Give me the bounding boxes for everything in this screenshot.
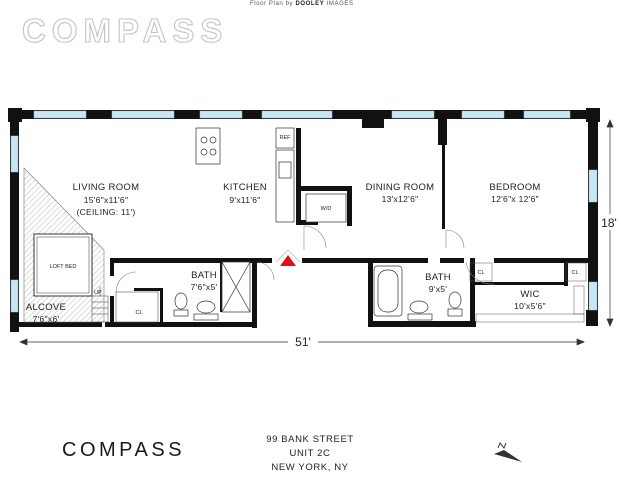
closet-label-bath: CL bbox=[477, 270, 484, 276]
credit-brand: DOOLEY bbox=[295, 1, 325, 7]
height-label-bg bbox=[598, 214, 621, 230]
compass-logo-top: COMPASS bbox=[21, 11, 229, 49]
height-dimension: 18' bbox=[601, 216, 617, 230]
address-line-3: NEW YORK, NY bbox=[271, 462, 349, 473]
loft-bed-label: LOFT BED bbox=[50, 264, 77, 270]
interior-walls bbox=[110, 119, 592, 326]
closet-label-alcove: CL bbox=[135, 310, 142, 316]
bath1-fixtures bbox=[173, 261, 251, 321]
dining-room-dims: 13'x12'6" bbox=[382, 194, 419, 204]
entry-marker-icon bbox=[280, 255, 296, 266]
wic-dims: 10'x5'6" bbox=[514, 301, 546, 311]
wic-name: WIC bbox=[520, 289, 539, 300]
width-dimension: 51' bbox=[295, 335, 311, 349]
bedroom-closet-outline bbox=[565, 262, 587, 282]
credit-suffix: IMAGES bbox=[326, 1, 354, 7]
wic-shelving bbox=[475, 285, 585, 323]
refrigerator-label: REF bbox=[280, 135, 292, 141]
compass-logo-bottom: COMPASS bbox=[62, 439, 186, 461]
alcove-name: ALCOVE bbox=[26, 302, 66, 313]
stairs bbox=[91, 286, 109, 323]
loft-bed: LOFT BED bbox=[33, 233, 93, 297]
north-arrow-icon bbox=[494, 442, 522, 462]
kitchen-name: KITCHEN bbox=[223, 182, 267, 193]
kitchen-dims: 9'x11'6" bbox=[229, 195, 260, 205]
credit-prefix: Floor Plan by bbox=[250, 1, 294, 7]
stairs-up-label: UP bbox=[94, 290, 102, 296]
closet-outline bbox=[115, 291, 159, 323]
washer-dryer bbox=[305, 193, 347, 223]
address-line-1: 99 BANK STREET bbox=[266, 434, 354, 445]
bath2-dims: 9'x5' bbox=[429, 284, 448, 294]
bath1-dims: 7'6"x5' bbox=[191, 282, 218, 292]
bath2-fixtures bbox=[373, 265, 463, 321]
floor-plan-credit: Floor Plan by DOOLEY IMAGES bbox=[250, 1, 510, 7]
bath1-name: BATH bbox=[191, 270, 217, 281]
closet-door-swing bbox=[115, 271, 137, 293]
windows bbox=[10, 110, 598, 313]
alcove-dims: 7'6"x6' bbox=[33, 314, 60, 324]
living-room-ceiling: (CEILING: 11') bbox=[76, 207, 135, 217]
bedroom-name: BEDROOM bbox=[489, 182, 540, 193]
dining-room-name: DINING ROOM bbox=[366, 182, 435, 193]
width-label-bg bbox=[288, 334, 318, 350]
entry-door-swing bbox=[275, 249, 301, 263]
closet-label-bedroom: CL bbox=[571, 270, 578, 276]
living-room-name: LIVING ROOM bbox=[73, 182, 140, 193]
living-room-dims: 15'6"x11'6" bbox=[84, 195, 129, 205]
kitchen-fixtures bbox=[195, 127, 295, 223]
bath2-name: BATH bbox=[425, 272, 451, 283]
washer-dryer-label: W/D bbox=[321, 206, 332, 212]
door-swings bbox=[257, 225, 495, 285]
bedroom-dims: 12'6"x 12'6" bbox=[491, 194, 539, 204]
address-line-2: UNIT 2C bbox=[289, 448, 331, 459]
